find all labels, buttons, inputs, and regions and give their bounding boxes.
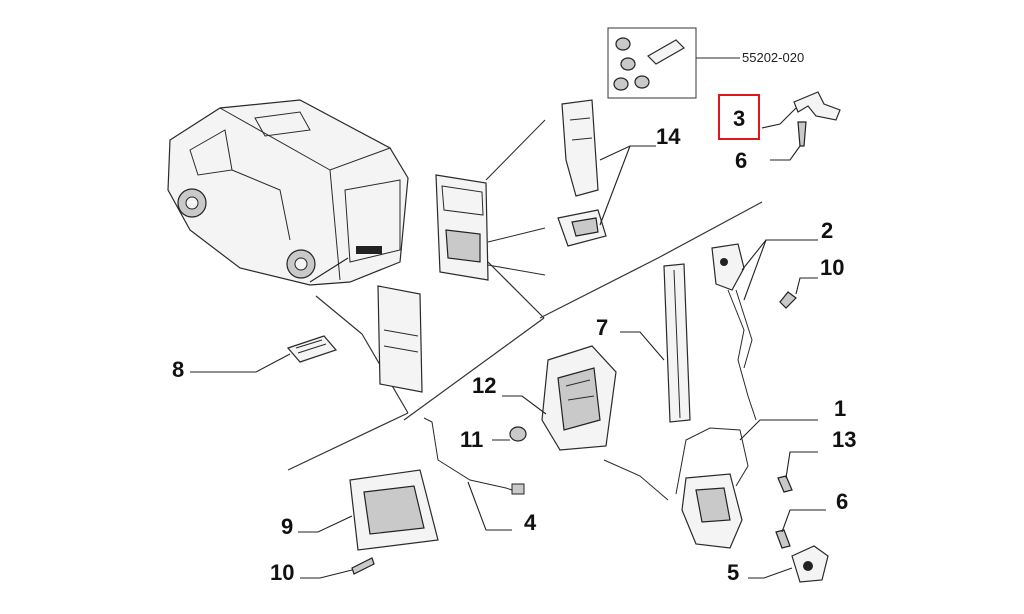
- callout-8: 8: [172, 357, 184, 382]
- callout-7: 7: [596, 315, 608, 340]
- callout-14: 14: [656, 124, 681, 149]
- part-5-striker-plate: [748, 545, 829, 583]
- part-11-grommet: [492, 426, 527, 442]
- section-divider-lines: [287, 201, 763, 471]
- part-3-bracket: [761, 91, 841, 129]
- callout-11: 11: [460, 427, 483, 452]
- leader-van-door: [309, 257, 349, 283]
- part-9-handle-bezel: [298, 469, 439, 551]
- kit-code-label: 55202-020: [742, 50, 804, 65]
- part-4-control-rod: [423, 417, 525, 531]
- callout-labels: 55202-020 3 6 14 2 10 7 8 12 1 11 13 6 9…: [172, 50, 856, 585]
- leader-8: [190, 353, 291, 373]
- part-8-label-plate: [286, 335, 338, 363]
- lock-cylinder-kit: [607, 27, 740, 99]
- part-7-weather-strip: [620, 263, 691, 423]
- callout-2: 2: [821, 218, 833, 243]
- callout-9: 9: [281, 514, 293, 539]
- callout-12: 12: [472, 373, 496, 398]
- part-2-lock-mechanism: [711, 239, 818, 421]
- callout-6-bottom: 6: [836, 489, 848, 514]
- van-illustration: [167, 99, 409, 286]
- callout-10-bottom: 10: [270, 560, 294, 585]
- door-interior-section: [435, 119, 546, 281]
- callout-3: 3: [733, 106, 745, 131]
- callout-13: 13: [832, 427, 856, 452]
- callout-5: 5: [727, 560, 739, 585]
- part-10-screw-top: [779, 277, 818, 309]
- rear-door-panel: [377, 285, 423, 393]
- callout-3-highlight-box: [718, 94, 760, 140]
- part-12-handle-housing: [502, 345, 617, 451]
- part-6-screw-top: [770, 121, 807, 161]
- callout-10-top: 10: [820, 255, 844, 280]
- part-10-screw-bottom: [300, 557, 375, 579]
- callout-6-top: 6: [735, 148, 747, 173]
- part-13-screw: [777, 451, 818, 493]
- part-6-screw-bottom: [775, 509, 826, 549]
- part-1-latch-assembly: [603, 419, 818, 549]
- part-14-inner-handles: [557, 99, 656, 247]
- callout-1: 1: [834, 396, 846, 421]
- callout-4: 4: [524, 510, 537, 535]
